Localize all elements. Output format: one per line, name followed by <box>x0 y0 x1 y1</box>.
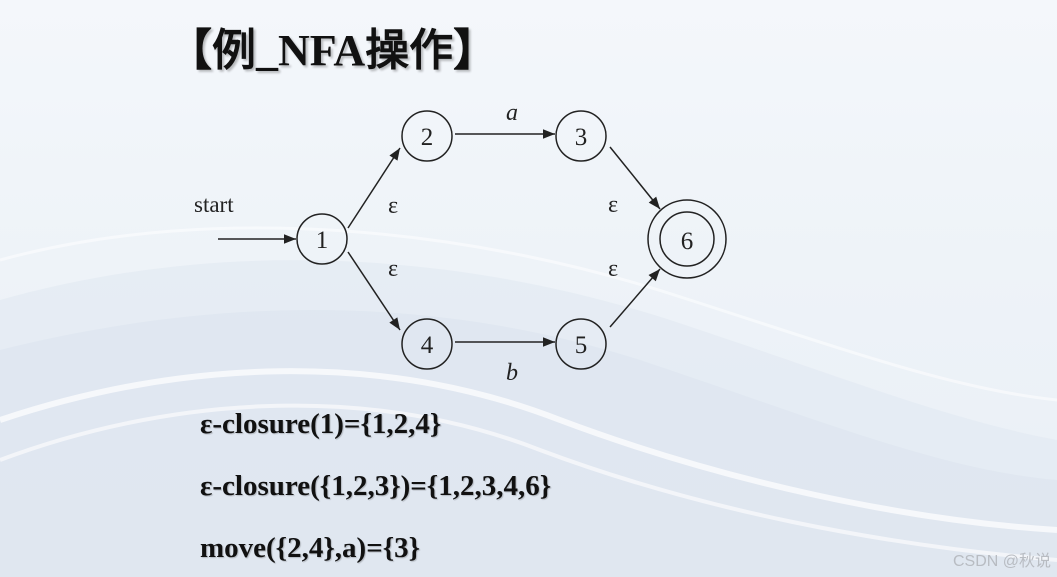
formula-epsilon-closure-1: ε-closure(1)={1,2,4} <box>200 408 442 440</box>
state-2: 2 <box>401 110 453 162</box>
svg-text:5: 5 <box>575 332 588 359</box>
svg-text:2: 2 <box>421 124 434 151</box>
state-3: 3 <box>555 110 607 162</box>
svg-text:6: 6 <box>681 228 694 255</box>
transition-2-3: a <box>455 100 555 139</box>
transition-label: ε <box>388 193 398 219</box>
formula-move: move({2,4},a)={3} <box>200 532 421 564</box>
svg-text:4: 4 <box>421 332 434 359</box>
transition-1-2: ε <box>347 147 401 229</box>
formula-epsilon-closure-set: ε-closure({1,2,3})={1,2,3,4,6} <box>200 470 552 502</box>
transition-4-5: b <box>455 337 555 386</box>
slide-title: 【例_NFA操作】 <box>168 26 498 75</box>
start-arrow: start <box>194 192 296 244</box>
svg-text:3: 3 <box>575 124 588 151</box>
state-1: 1 <box>296 213 348 265</box>
transition-1-4: ε <box>347 251 401 331</box>
transition-label: b <box>506 360 518 386</box>
svg-text:1: 1 <box>316 227 329 254</box>
transition-label: ε <box>388 256 398 282</box>
transition-label: ε <box>608 192 618 218</box>
transition-label: a <box>506 100 518 126</box>
transition-5-6: ε <box>608 256 661 328</box>
watermark: CSDN @秋说 <box>952 553 1051 570</box>
start-label: start <box>194 192 234 217</box>
transition-3-6: ε <box>608 146 661 218</box>
state-6-accepting: 6 <box>647 199 727 279</box>
transition-label: ε <box>608 256 618 282</box>
state-4: 4 <box>401 318 453 370</box>
state-5: 5 <box>555 318 607 370</box>
